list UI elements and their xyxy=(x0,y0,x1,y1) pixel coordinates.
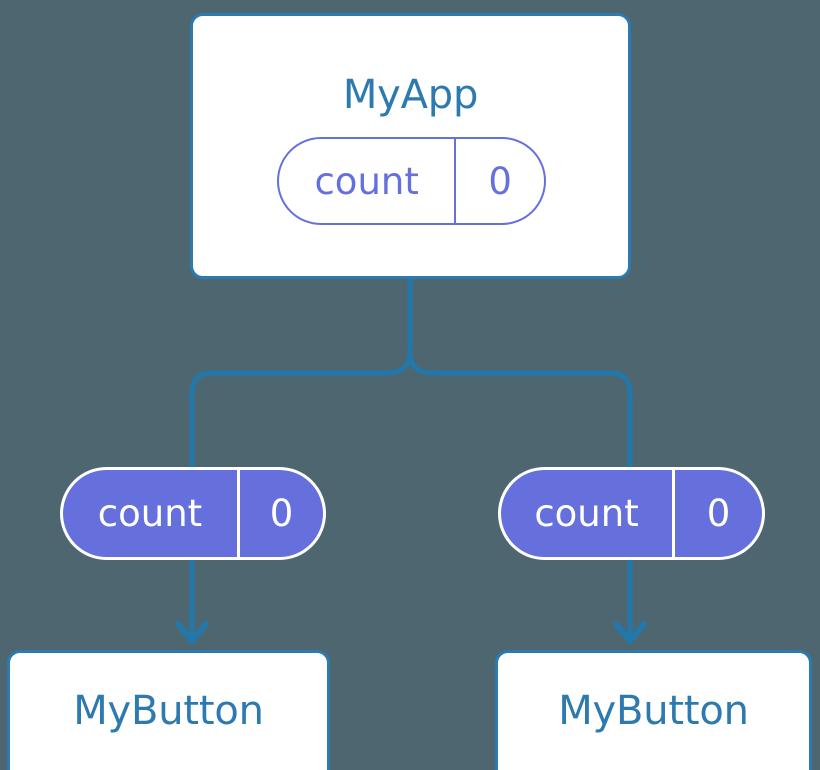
prop-pill-value: 0 xyxy=(672,470,762,557)
connector-trunk-fork-right xyxy=(407,349,633,470)
prop-pill-left-count[interactable]: count 0 xyxy=(60,467,326,560)
arrowhead-left-icon xyxy=(175,621,209,644)
component-label-mybutton: MyButton xyxy=(73,688,264,734)
component-label-myapp: MyApp xyxy=(342,72,479,118)
prop-pill-key: count xyxy=(97,492,203,535)
prop-pill-value: 0 xyxy=(236,470,323,557)
state-pill-key: count xyxy=(314,159,419,203)
component-box-mybutton-left[interactable]: MyButton xyxy=(7,650,330,770)
prop-pill-key: count xyxy=(534,492,639,535)
arrowhead-right-icon xyxy=(613,621,647,644)
connector-trunk-fork xyxy=(189,275,413,470)
prop-pill-right-count[interactable]: count 0 xyxy=(498,467,765,560)
component-label-mybutton: MyButton xyxy=(558,688,749,734)
component-box-myapp[interactable]: MyApp xyxy=(190,13,631,279)
component-box-mybutton-right[interactable]: MyButton xyxy=(495,650,812,770)
state-pill-myapp-count[interactable]: count 0 xyxy=(277,137,546,225)
state-pill-value: 0 xyxy=(454,139,544,223)
